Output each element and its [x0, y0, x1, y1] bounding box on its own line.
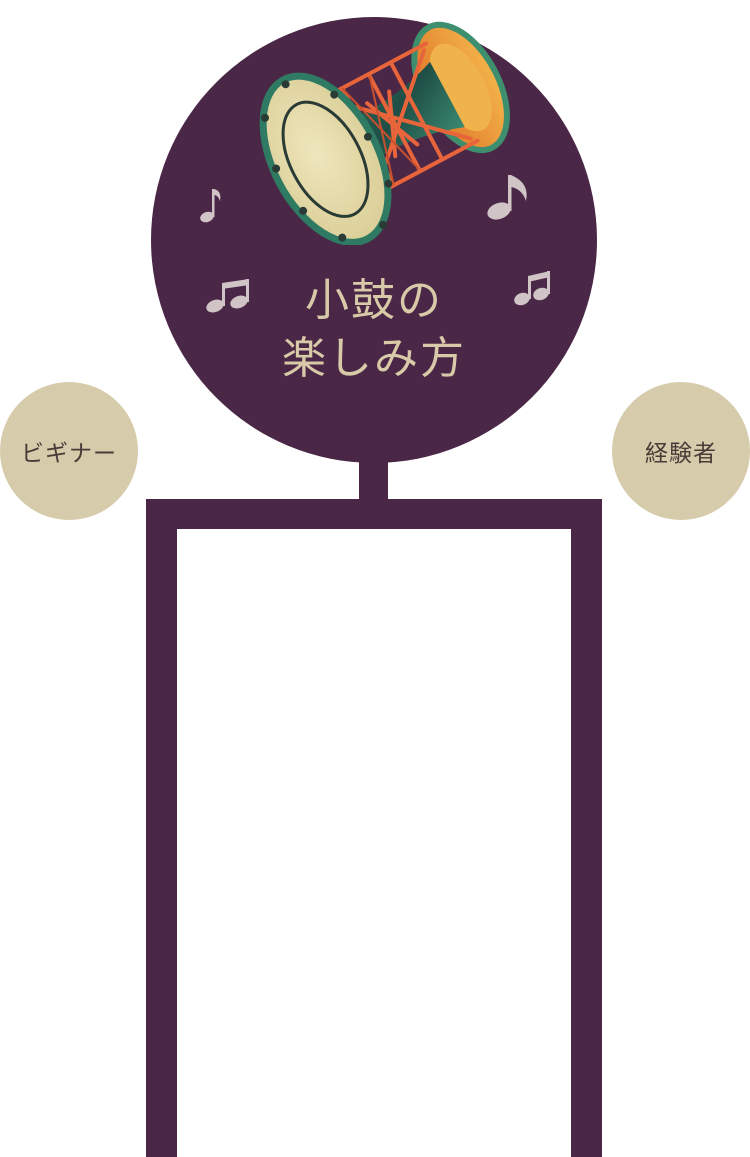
tsuzumi-drum-icon	[259, 21, 510, 245]
beamed-notes-icon	[514, 271, 550, 306]
title-line-2: 楽しみ方	[282, 333, 466, 384]
beamed-notes-icon	[206, 279, 249, 313]
main-topic-circle	[151, 17, 597, 463]
eighth-note-icon	[487, 175, 527, 220]
right-branch-line	[571, 499, 602, 1157]
experienced-branch-circle[interactable]: 経験者	[612, 382, 750, 520]
left-branch-line	[146, 499, 177, 1157]
beginner-branch-circle[interactable]: ビギナー	[0, 382, 138, 520]
beginner-label: ビギナー	[21, 441, 117, 467]
crossbar-line	[146, 499, 602, 529]
title-line-1: 小鼓の	[305, 275, 443, 326]
experienced-label: 経験者	[645, 441, 717, 467]
page-title: 小鼓の 楽しみ方	[151, 272, 597, 388]
eighth-note-icon	[200, 189, 221, 223]
